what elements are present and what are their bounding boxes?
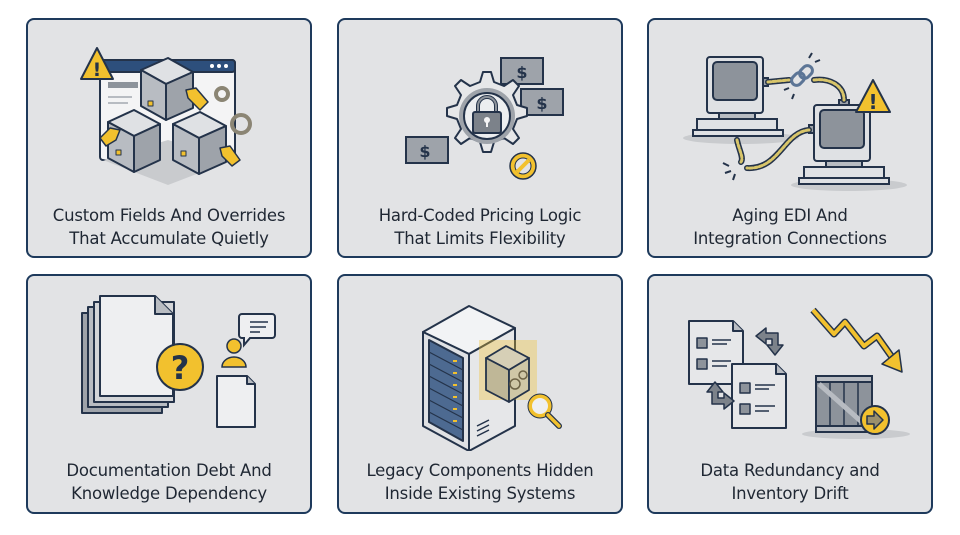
card-documentation-debt: ? Documentation Debt And Knowledge Depen… — [26, 274, 312, 514]
warning-icon: ! — [855, 79, 891, 114]
broken-chain-link-icon — [722, 52, 821, 181]
hidden-module-icon — [479, 340, 537, 403]
card-title-line-1: Data Redundancy and — [700, 461, 880, 480]
server-hidden-module-icon — [422, 305, 562, 451]
card-hard-coded-pricing: $ $ $ Hard-Coded Pricing Logic That Limi… — [337, 18, 623, 258]
documents-question-person-icon: ? — [81, 295, 276, 428]
card-title-line-2: Integration Connections — [693, 229, 887, 248]
computer-icon — [791, 99, 907, 191]
document-icon — [216, 375, 256, 428]
card-custom-fields: ! — [26, 18, 312, 258]
card-data-redundancy: Data Redundancy and Inventory Drift — [647, 274, 933, 514]
card-title-line-1: Aging EDI And — [732, 206, 848, 225]
card-title-line-1: Custom Fields And Overrides — [52, 206, 286, 225]
card-title: Documentation Debt And Knowledge Depende… — [28, 459, 310, 505]
card-title-line-1: Legacy Components Hidden — [366, 461, 594, 480]
duplicate-docs-crate-drift-icon — [688, 307, 910, 439]
card-title-line-2: That Accumulate Quietly — [69, 229, 269, 248]
gear-lock-money-icon: $ $ $ — [405, 57, 564, 180]
speech-bubble-icon — [238, 313, 276, 348]
card-title-line-2: That Limits Flexibility — [394, 229, 566, 248]
svg-text:$: $ — [516, 63, 527, 82]
magnifier-icon — [527, 393, 562, 429]
svg-text:!: ! — [868, 90, 877, 114]
document-icon — [688, 320, 744, 385]
question-icon: ? — [156, 343, 204, 391]
arrow-right-badge-icon — [860, 405, 890, 435]
card-title-line-1: Hard-Coded Pricing Logic — [378, 206, 582, 225]
card-title-line-1: Documentation Debt And — [66, 461, 272, 480]
lock-icon — [472, 95, 502, 134]
card-legacy-components: Legacy Components Hidden Inside Existing… — [337, 274, 623, 514]
boxes-tags-warning-icon: ! — [80, 47, 252, 185]
warning-icon: ! — [80, 47, 114, 81]
card-title: Aging EDI And Integration Connections — [649, 204, 931, 250]
money-bill-icon: $ $ $ — [405, 57, 564, 164]
svg-text:?: ? — [171, 349, 190, 387]
prohibited-icon — [509, 152, 537, 180]
person-icon — [221, 338, 247, 368]
svg-text:$: $ — [419, 142, 430, 161]
server-icon — [422, 305, 516, 451]
card-title: Hard-Coded Pricing Logic That Limits Fle… — [339, 204, 621, 250]
svg-text:$: $ — [536, 94, 547, 113]
svg-text:!: ! — [93, 59, 102, 81]
crate-icon — [802, 375, 910, 439]
broken-computer-link-icon: ! — [683, 52, 907, 191]
card-title: Data Redundancy and Inventory Drift — [649, 459, 931, 505]
card-title-line-2: Inside Existing Systems — [384, 484, 576, 503]
document-icon — [731, 363, 787, 429]
computer-icon — [683, 56, 799, 144]
card-aging-edi: ! Aging EDI And Integration Connections — [647, 18, 933, 258]
card-title-line-2: Knowledge Dependency — [71, 484, 267, 503]
stacked-boxes-icon — [107, 57, 227, 175]
card-title: Custom Fields And Overrides That Accumul… — [28, 204, 310, 250]
price-tag-icon — [99, 87, 241, 167]
card-title: Legacy Components Hidden Inside Existing… — [339, 459, 621, 505]
downtrend-arrow-icon — [810, 307, 903, 373]
swap-arrows-icon — [706, 327, 784, 410]
gear-icon — [214, 86, 252, 135]
cable-icon — [734, 76, 847, 172]
card-title-line-2: Inventory Drift — [731, 484, 849, 503]
